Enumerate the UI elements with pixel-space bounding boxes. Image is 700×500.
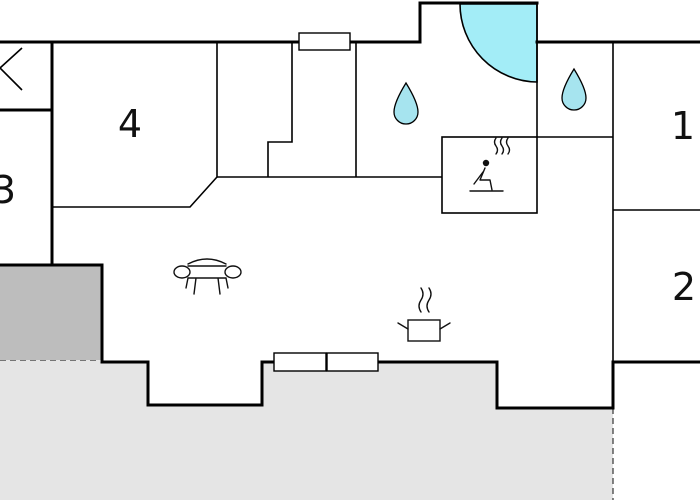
- water-drop-icon: [561, 67, 587, 111]
- room-label-3: 3: [0, 168, 16, 212]
- adjacent-block-wall: [0, 263, 104, 364]
- outer-wall: [0, 1, 700, 44]
- stair-wall: [267, 42, 293, 177]
- sauna-icon: [469, 137, 511, 192]
- room-label-2: 2: [672, 265, 696, 309]
- window-bottom-left: [273, 352, 327, 372]
- water-drop-icon: [393, 81, 419, 125]
- adjacent-block: [0, 265, 102, 360]
- sofa-icon: [173, 258, 242, 295]
- room-label-1: 1: [671, 104, 695, 148]
- window-top: [298, 32, 351, 51]
- window-bottom-right: [326, 352, 379, 372]
- room4-wall: [52, 42, 218, 208]
- terrace-area: [0, 360, 613, 500]
- cooking-pot-icon: [397, 287, 451, 342]
- sauna-room: [441, 136, 538, 214]
- room3-cross-icon: [0, 47, 23, 91]
- room-label-4: 4: [118, 102, 142, 146]
- door-swing-icon: [459, 3, 538, 83]
- outer-wall-lower: [100, 360, 700, 410]
